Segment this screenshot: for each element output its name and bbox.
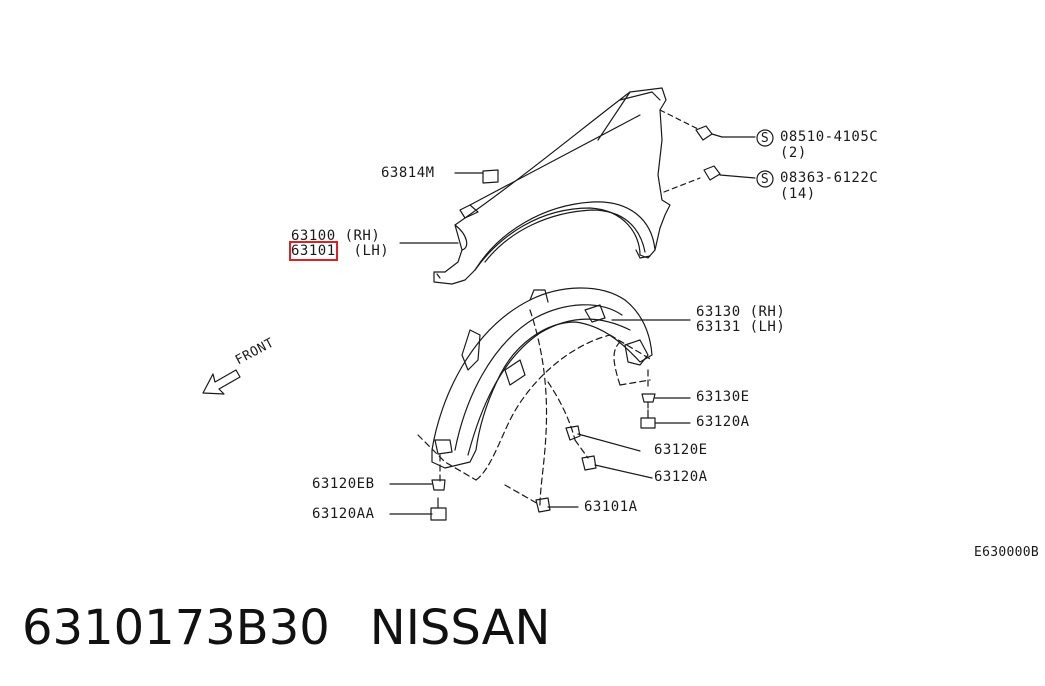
label-bolt-08363-6122C[interactable]: 08363-6122C (780, 170, 879, 186)
bolt-icon (581, 455, 597, 471)
front-arrow-icon (202, 369, 241, 395)
label-63101A[interactable]: 63101A (584, 499, 638, 515)
bolt-icon (695, 125, 774, 147)
clip-63814M (454, 169, 499, 184)
fender-panel (433, 87, 671, 285)
fender-protector (431, 287, 653, 469)
diagram-reference-code: E630000B (973, 545, 1039, 560)
bolt-icon (640, 409, 656, 429)
label-63120E[interactable]: 63120E (654, 442, 708, 458)
standard-part-symbol: S (760, 131, 770, 146)
standard-part-symbol: S (760, 172, 770, 187)
clip-icon (431, 479, 446, 491)
caption: 6310173B30 NISSAN (22, 598, 550, 658)
label-63120A[interactable]: 63120A (654, 469, 708, 485)
label-lh-suffix: (LH) (335, 243, 390, 259)
label-63120AA[interactable]: 63120AA (312, 506, 375, 522)
caption-part-number: 6310173B30 (22, 600, 330, 656)
label-bolt-08510-4105C[interactable]: 08510-4105C (780, 129, 879, 145)
bolt-icon (703, 165, 774, 188)
label-63100-rh[interactable]: 63100 (RH) (291, 228, 381, 244)
label-63814M[interactable]: 63814M (381, 165, 435, 181)
caption-brand: NISSAN (369, 600, 551, 656)
label-63130-rh[interactable]: 63130 (RH) (696, 304, 786, 320)
label-bolt-qty-2: (2) (780, 145, 807, 161)
label-63131-lh[interactable]: 63131 (LH) (696, 319, 786, 335)
label-63120A[interactable]: 63120A (696, 414, 750, 430)
bolt-icon (535, 497, 551, 513)
label-63101-lh[interactable]: 63101 (LH) (289, 241, 390, 261)
clip-icon (641, 393, 656, 409)
clip-icon (565, 425, 581, 441)
highlighted-part-number: 63101 (289, 241, 338, 261)
label-bolt-qty-14: (14) (780, 186, 816, 202)
label-63120EB[interactable]: 63120EB (312, 476, 375, 492)
label-63130E[interactable]: 63130E (696, 389, 750, 405)
bolt-icon (430, 497, 447, 521)
